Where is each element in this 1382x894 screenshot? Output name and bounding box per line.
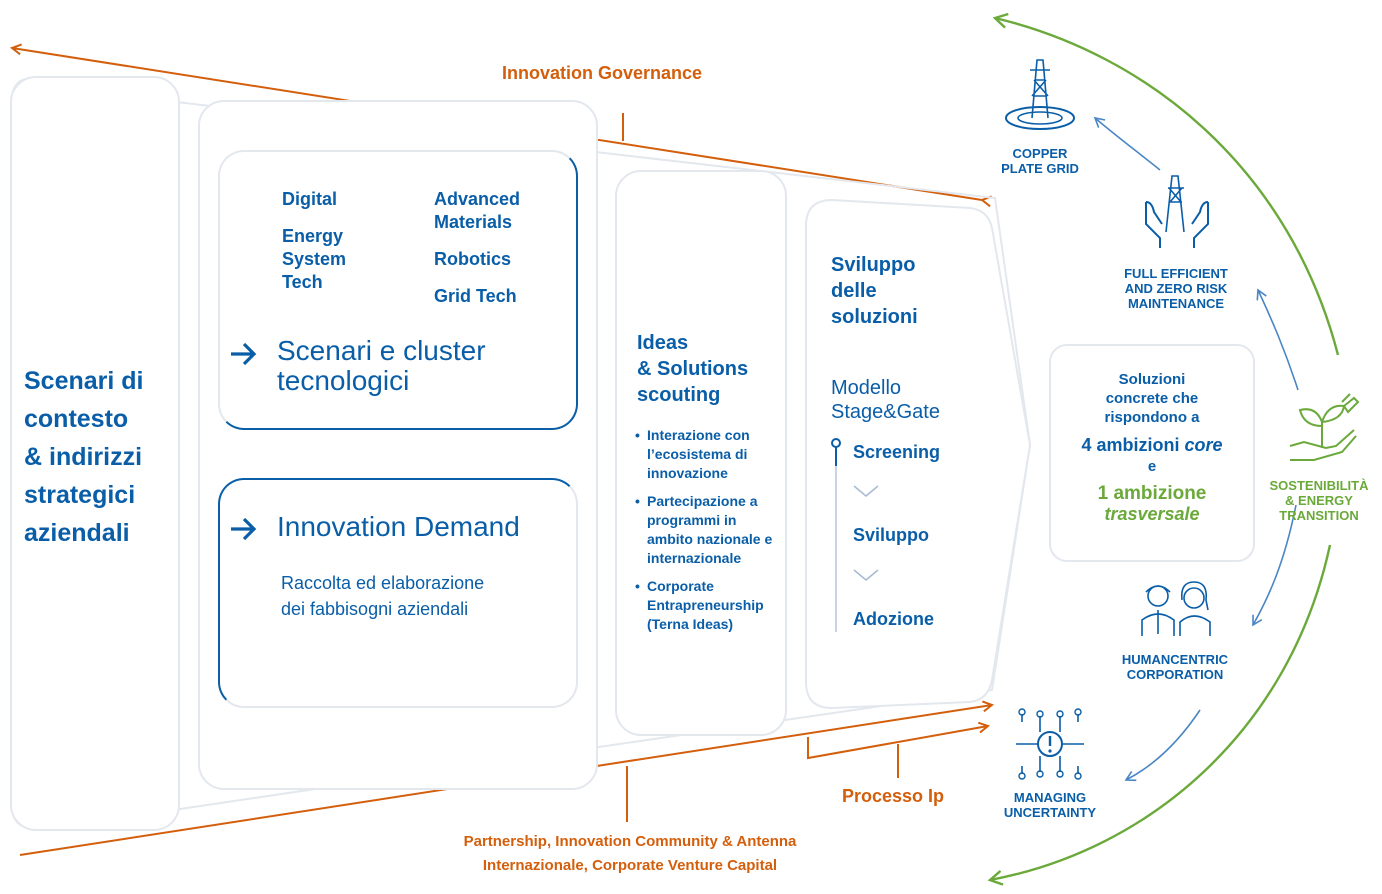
core-prefix: 4 ambizioni: [1081, 435, 1185, 455]
arrow-sust-to-maint: [1256, 288, 1299, 391]
sviluppo-title-line: Sviluppo: [831, 254, 916, 276]
transv-line: trasversale: [1104, 504, 1200, 524]
stage-gate-track: [831, 438, 879, 632]
cluster-advanced-materials: Advanced Materials: [434, 189, 521, 232]
model-line: Stage&Gate: [831, 401, 940, 423]
label-line: MANAGING: [1013, 790, 1087, 805]
power-tower-plate-icon: [1005, 59, 1075, 130]
label-line: FULL EFFICIENT: [1124, 266, 1228, 281]
clusters-card: [218, 150, 578, 430]
context-title: Scenari di contesto & indirizzi strategi…: [24, 362, 184, 552]
green-arc-top: [995, 18, 1340, 356]
sviluppo-title: Sviluppo delle soluzioni: [831, 252, 981, 330]
label-sustainability: SOSTENIBILITÀ & ENERGY TRANSITION: [1256, 478, 1382, 523]
chevron-down-icon: [853, 485, 879, 497]
processo-label: Processo Ip: [842, 786, 945, 806]
context-title-line: & indirizzi: [24, 443, 143, 471]
arrow-maint-to-copper: [1093, 116, 1161, 171]
solutions-text: Soluzioni concrete che rispondono a 4 am…: [1050, 370, 1254, 525]
plant-plug-hand-icon: [1289, 393, 1360, 461]
governance-label: Innovation Governance: [502, 63, 703, 83]
partnership-label: Partnership, Innovation Community & Ante…: [400, 830, 860, 878]
solutions-line: Soluzioni: [1118, 371, 1186, 388]
context-title-line: contesto: [24, 405, 129, 433]
label-line: MAINTENANCE: [1127, 296, 1225, 311]
cluster-digital: Digital: [282, 189, 338, 209]
context-title-line: Scenari di: [24, 367, 144, 395]
solutions-box: [1049, 344, 1255, 562]
arrow-sust-to-human: [1252, 504, 1297, 627]
cluster-col-2: Advanced Materials Robotics Grid Tech: [434, 188, 564, 308]
exclamation-network-icon: [1016, 708, 1084, 780]
scouting-bullets: Interazione con l’ecosistema di innovazi…: [635, 426, 783, 643]
scouting-title-line: & Solutions: [637, 358, 749, 380]
stage-sviluppo: Sviluppo: [853, 525, 929, 545]
cluster-energy-system-tech: Energy System Tech: [282, 226, 347, 292]
scouting-title: Ideas & Solutions scouting: [637, 330, 787, 408]
label-line: HUMANCENTRIC: [1121, 652, 1229, 667]
solutions-line: rispondono a: [1104, 409, 1200, 426]
sviluppo-title-line: delle: [831, 280, 877, 302]
clusters-title-line: Scenari e cluster: [277, 335, 486, 366]
sviluppo-title-line: soluzioni: [831, 306, 918, 328]
label-line: CORPORATION: [1126, 667, 1224, 682]
partnership-line: Partnership, Innovation Community & Ante…: [463, 833, 797, 850]
clusters-title: Scenari e cluster tecnologici: [277, 336, 567, 396]
hands-tower-icon: [1145, 175, 1209, 248]
arrow-right-icon: [231, 342, 257, 366]
label-line: AND ZERO RISK: [1124, 281, 1228, 296]
label-line: TRANSITION: [1279, 508, 1359, 523]
demand-desc: Raccolta ed elaborazione dei fabbisogni …: [281, 570, 571, 622]
label-maintenance: FULL EFFICIENT AND ZERO RISK MAINTENANCE: [1106, 266, 1246, 311]
solutions-line: concrete che: [1105, 390, 1199, 407]
label-line: COPPER: [1012, 146, 1068, 161]
solutions-conj: e: [1147, 458, 1157, 475]
arrow-human-to-uncert: [1124, 709, 1201, 782]
core-ambitions: 4 ambizioni core: [1050, 435, 1254, 456]
stage-adozione: Adozione: [853, 609, 934, 629]
arrow-right-icon: [231, 517, 257, 541]
processo-arrow: [807, 726, 988, 760]
label-line: & ENERGY: [1285, 493, 1353, 508]
transversal-ambition: 1 ambizione trasversale: [1050, 483, 1254, 525]
context-title-line: strategici: [24, 481, 136, 509]
core-italic: core: [1184, 435, 1223, 455]
label-line: PLATE GRID: [1001, 161, 1079, 176]
demand-title: Innovation Demand: [277, 511, 520, 542]
demand-desc-line: Raccolta ed elaborazione: [281, 573, 485, 593]
green-arc-bottom: [990, 544, 1332, 880]
people-icon: [1141, 581, 1211, 636]
demand-card: [218, 478, 578, 708]
label-humancentric: HUMANCENTRIC CORPORATION: [1100, 652, 1250, 682]
label-copper: COPPER PLATE GRID: [980, 146, 1100, 176]
context-card: [10, 76, 180, 831]
cluster-col-1: Digital Energy System Tech: [282, 188, 412, 294]
partnership-line: Internazionale, Corporate Venture Capita…: [482, 857, 778, 874]
transv-line: 1 ambizione: [1097, 483, 1207, 504]
demand-desc-line: dei fabbisogni aziendali: [281, 599, 469, 619]
scouting-bullet: Interazione con l’ecosistema di innovazi…: [635, 426, 783, 483]
stage-gate-model: Modello Stage&Gate: [831, 376, 991, 424]
scouting-title-line: scouting: [637, 384, 721, 406]
scouting-title-line: Ideas: [637, 332, 689, 354]
chevron-down-icon: [853, 569, 879, 581]
stage-screening: Screening: [853, 442, 941, 462]
cluster-robotics: Robotics: [434, 249, 512, 269]
clusters-title-line: tecnologici: [277, 365, 410, 396]
cluster-grid-tech: Grid Tech: [434, 286, 517, 306]
context-title-line: aziendali: [24, 519, 130, 547]
label-line: UNCERTAINTY: [1003, 805, 1097, 820]
label-line: SOSTENIBILITÀ: [1269, 478, 1369, 493]
scouting-bullet: Partecipazione a programmi in ambito naz…: [635, 492, 783, 568]
model-line: Modello: [831, 377, 902, 399]
label-uncertainty: MANAGING UNCERTAINTY: [990, 790, 1110, 820]
scouting-bullet: Corporate Entrapreneurship (Terna Ideas): [635, 577, 783, 634]
